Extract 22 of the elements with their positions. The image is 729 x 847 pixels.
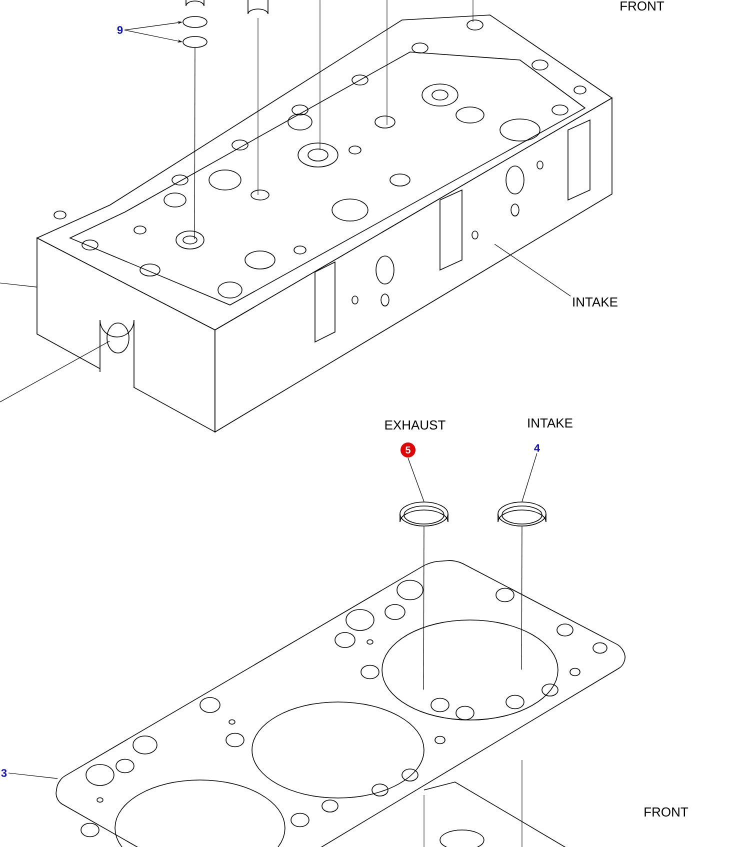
callout-number: 3 <box>1 769 7 777</box>
callout-number: 4 <box>534 444 540 452</box>
leader-line <box>0 282 37 288</box>
o-ring-drawing <box>182 16 208 28</box>
leader-line <box>8 772 58 779</box>
valve-seat-ring-drawing <box>498 502 546 526</box>
view-label: INTAKE <box>526 418 574 428</box>
view-label: EXHAUST <box>383 419 447 431</box>
part-label: INTAKE <box>573 298 618 306</box>
leader-line <box>521 526 522 670</box>
view-label: FRONT <box>642 806 690 818</box>
o-ring-drawing <box>182 36 208 48</box>
leader-line <box>423 526 424 690</box>
leader-line <box>522 452 538 502</box>
callout-number: 5 <box>400 442 416 458</box>
cylinder-head-gasket-drawing <box>56 560 626 847</box>
leader-line <box>408 458 424 502</box>
leader-line <box>494 244 571 296</box>
callout-number: 9 <box>117 26 123 34</box>
leader-line <box>194 48 196 240</box>
valve-seat-ring-drawing <box>400 502 448 526</box>
view-label: FRONT <box>618 0 666 12</box>
